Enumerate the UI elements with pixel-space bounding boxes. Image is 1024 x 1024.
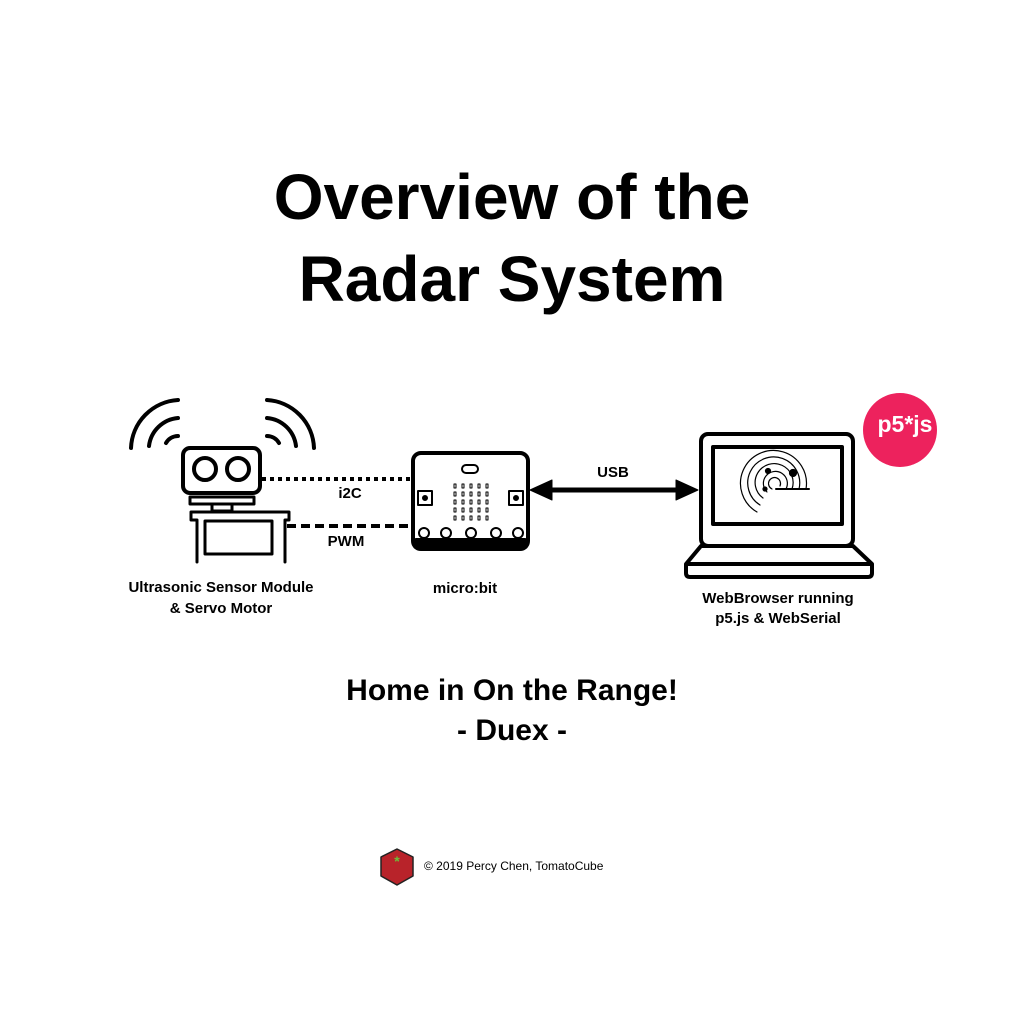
i2c-label: i2C (338, 485, 362, 502)
led (477, 499, 481, 505)
footer-copyright: © 2019 Percy Chen, TomatoCube (424, 859, 604, 873)
led (477, 491, 481, 497)
usb-label: USB (597, 464, 629, 481)
led (469, 499, 473, 505)
ultrasonic-sensor-icon (181, 446, 262, 495)
sensor-label-line-1: Ultrasonic Sensor Module (128, 579, 314, 596)
led (485, 483, 489, 489)
led (469, 507, 473, 513)
led (453, 507, 457, 513)
p5js-logo: p5*js (863, 393, 937, 467)
title-line-1: Overview of the (273, 161, 751, 233)
svg-text:*: * (394, 853, 400, 869)
servo-motor-icon (188, 495, 291, 564)
radar-icon (739, 449, 810, 513)
led (485, 507, 489, 513)
led (453, 491, 457, 497)
usb-arrow (529, 479, 699, 501)
browser-label-line-2: p5.js & WebSerial (715, 610, 841, 627)
laptop-icon (684, 432, 874, 579)
led (469, 483, 473, 489)
led (461, 483, 465, 489)
pwm-label: PWM (327, 533, 365, 550)
led (469, 515, 473, 521)
led (485, 491, 489, 497)
led (477, 483, 481, 489)
title-line-2: Radar System (298, 243, 726, 315)
microbit-icon (411, 451, 530, 551)
microbit-label: micro:bit (432, 580, 498, 597)
browser-label-line-1: WebBrowser running (702, 590, 854, 607)
subtitle-line-2: - Duex - (456, 714, 568, 747)
led (485, 499, 489, 505)
led (453, 483, 457, 489)
led (461, 491, 465, 497)
led-matrix (453, 483, 489, 521)
led (461, 499, 465, 505)
led (477, 507, 481, 513)
led (477, 515, 481, 521)
led (469, 491, 473, 497)
led (485, 515, 489, 521)
led (461, 507, 465, 513)
wave-right-icon (265, 398, 316, 450)
led (453, 499, 457, 505)
p5js-logo-text: p5*js (877, 411, 933, 437)
led (453, 515, 457, 521)
subtitle-line-1: Home in On the Range! (346, 674, 678, 707)
led (461, 515, 465, 521)
wave-left-icon (129, 398, 180, 450)
tomatocube-logo-icon: * (380, 848, 414, 886)
sensor-label-line-2: & Servo Motor (169, 600, 273, 617)
